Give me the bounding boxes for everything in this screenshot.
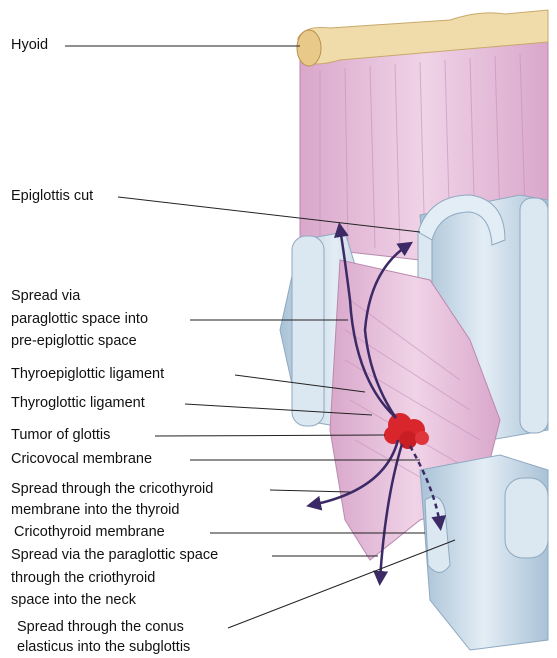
label-hyoid: Hyoid — [11, 37, 48, 54]
label-tumor-of-glottis: Tumor of glottis — [11, 427, 110, 444]
cricoid-arch — [505, 478, 548, 558]
label-epiglottis-cut: Epiglottis cut — [11, 188, 93, 205]
label-thyroepiglottic-ligament: Thyroepiglottic ligament — [11, 366, 164, 383]
label-paraglottic-line3: pre-epiglottic space — [11, 333, 137, 350]
label-conus-spread-line2: elasticus into the subglottis — [17, 639, 190, 656]
label-thyroglottic-ligament: Thyroglottic ligament — [11, 395, 145, 412]
label-paraglottic-line2: paraglottic space into — [11, 311, 148, 328]
cartilage-edge-right — [520, 198, 548, 433]
hyoid-cut-end — [297, 30, 321, 66]
label-cricothyroid-membrane: Cricothyroid membrane — [14, 524, 165, 541]
label-neck-spread-line1: Spread via the paraglottic space — [11, 547, 218, 564]
label-paraglottic-line1: Spread via — [11, 288, 80, 305]
label-neck-spread-line2: through the criothyroid — [11, 570, 155, 587]
label-cricothyroid-spread-line1: Spread through the cricothyroid — [11, 481, 213, 498]
cartilage-edge-left — [292, 236, 324, 426]
label-conus-spread-line1: Spread through the conus — [17, 619, 184, 636]
label-neck-spread-line3: space into the neck — [11, 592, 136, 609]
label-cricovocal-membrane: Cricovocal membrane — [11, 451, 152, 468]
label-cricothyroid-spread-line2: membrane into the thyroid — [11, 502, 179, 519]
